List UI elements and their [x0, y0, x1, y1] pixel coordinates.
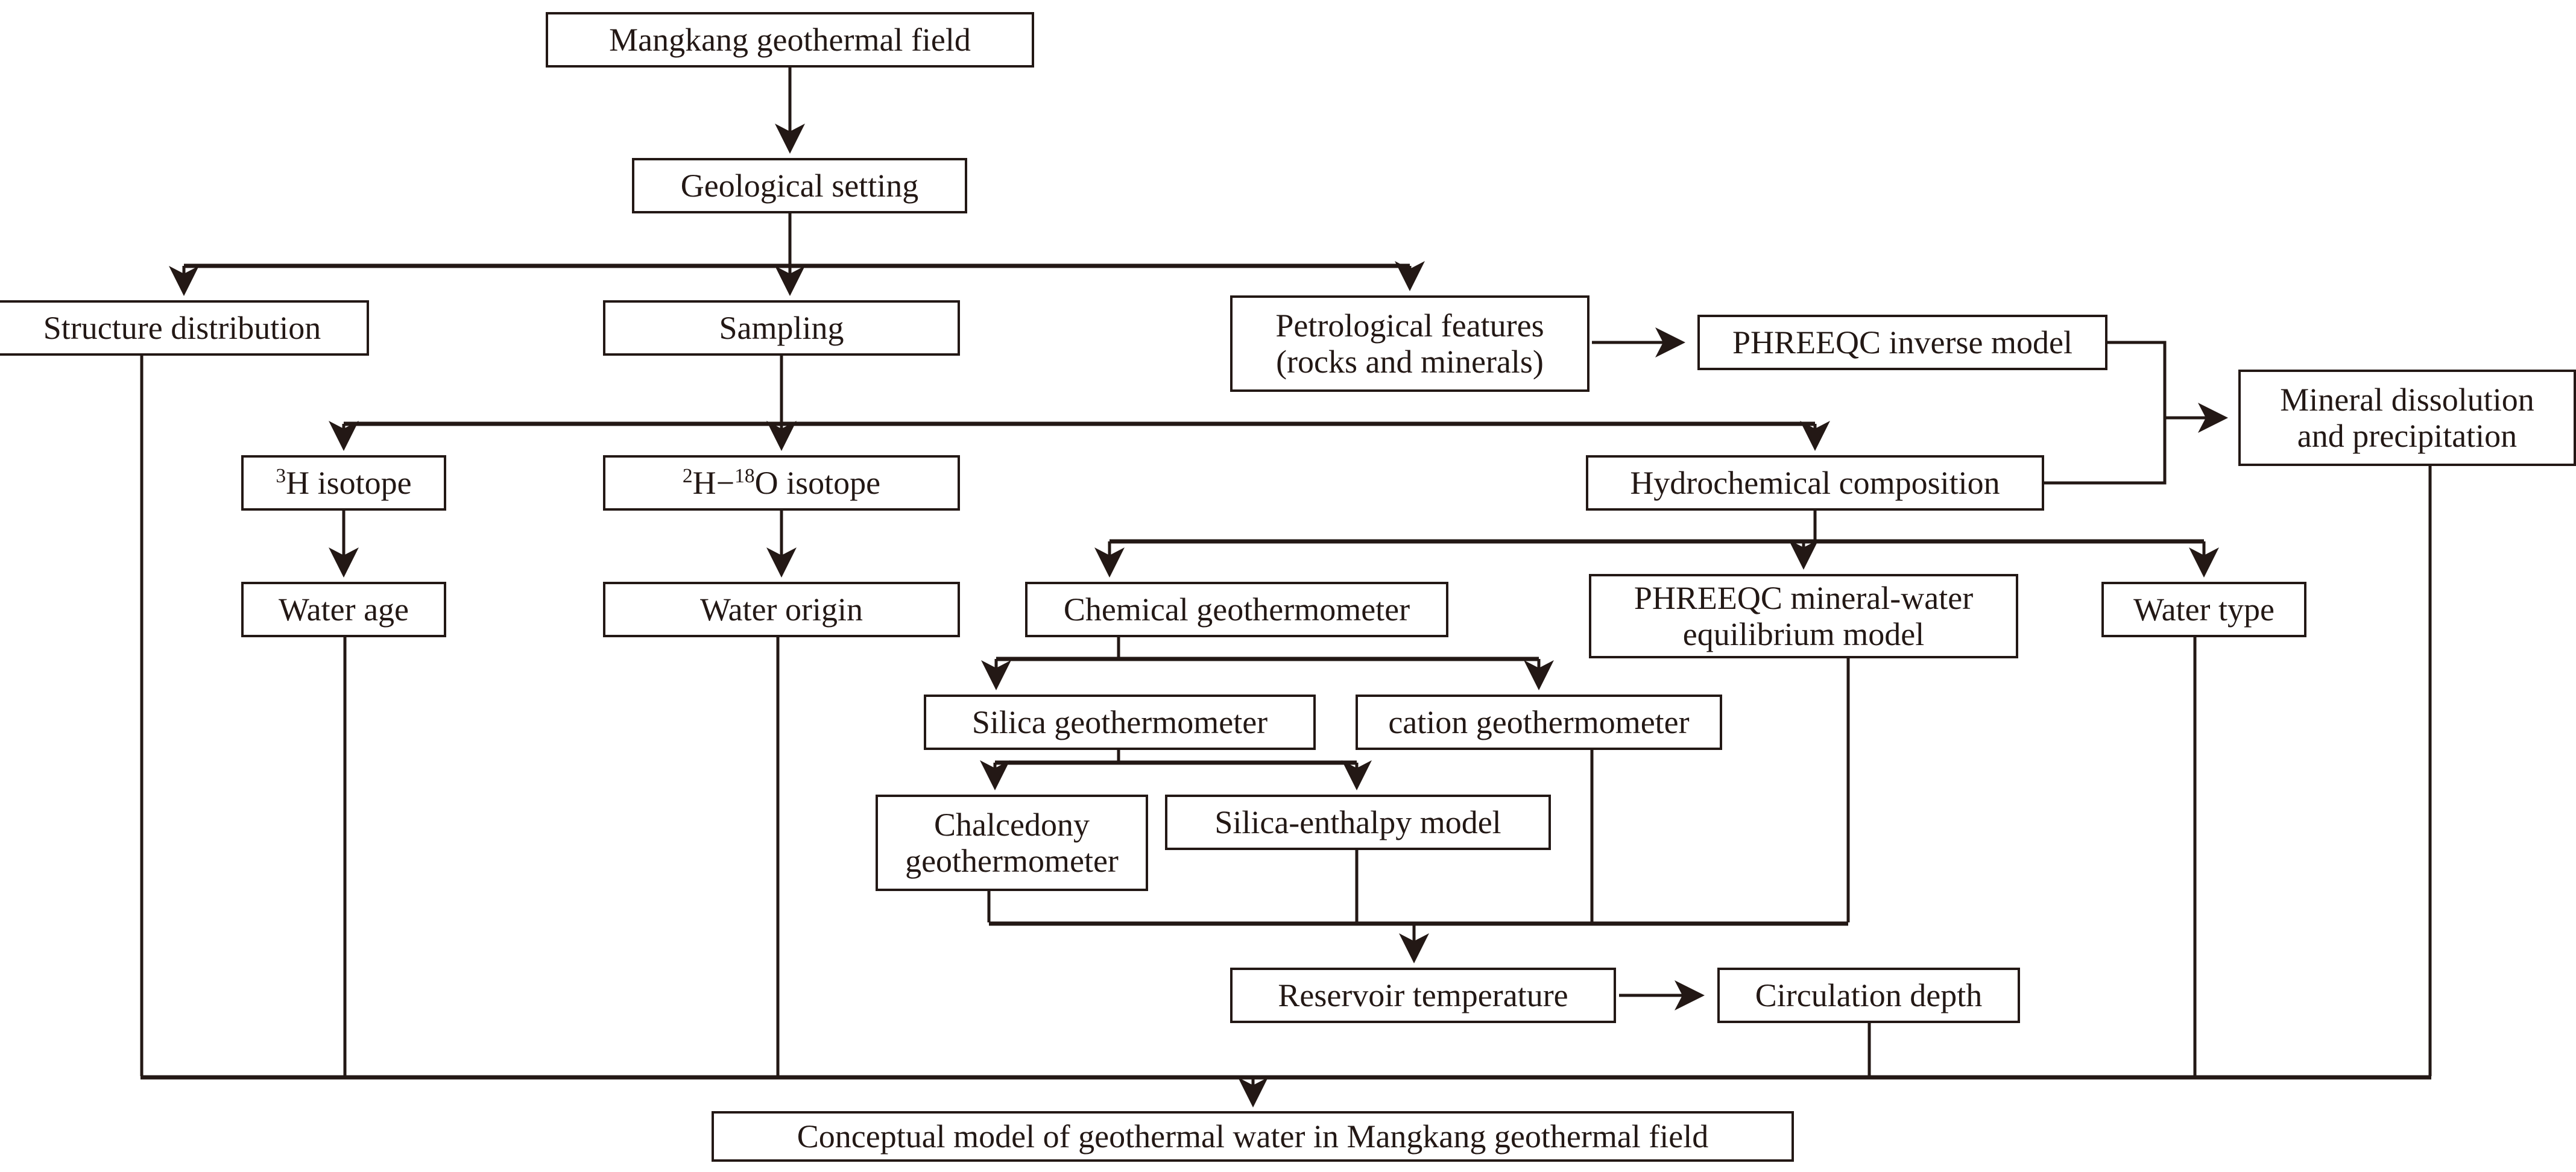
node-reservoir-temperature[interactable]: Reservoir temperature — [1230, 968, 1616, 1023]
node-label: 2H−18O isotope — [682, 464, 881, 501]
node-petrological-features[interactable]: Petrological features(rocks and minerals… — [1230, 295, 1589, 392]
node-label: Mangkang geothermal field — [609, 21, 971, 58]
node-label: cation geothermometer — [1388, 704, 1690, 740]
node-water-type[interactable]: Water type — [2101, 582, 2306, 637]
node-label: Geological setting — [680, 167, 919, 204]
node-label: Chemical geothermometer — [1063, 591, 1410, 628]
node-water-age[interactable]: Water age — [241, 582, 446, 637]
node-label: Sampling — [719, 309, 844, 346]
node-label: Silica-enthalpy model — [1214, 804, 1501, 840]
node-phreeqc-inverse-model[interactable]: PHREEQC inverse model — [1697, 315, 2107, 370]
node-silica-geothermometer[interactable]: Silica geothermometer — [924, 695, 1316, 750]
node-chemical-geothermometer[interactable]: Chemical geothermometer — [1025, 582, 1448, 637]
node-label: Water type — [2133, 591, 2275, 628]
node-cation-geothermometer[interactable]: cation geothermometer — [1356, 695, 1722, 750]
node-h3-isotope[interactable]: 3H isotope — [241, 455, 446, 511]
node-water-origin[interactable]: Water origin — [603, 582, 960, 637]
node-label: Structure distribution — [43, 309, 321, 346]
node-label: Water age — [279, 591, 409, 628]
edge-phreeqcinv-elbow — [2107, 341, 2167, 418]
node-circulation-depth[interactable]: Circulation depth — [1717, 968, 2020, 1023]
node-mangkang-geothermal-field[interactable]: Mangkang geothermal field — [546, 12, 1034, 68]
node-label: Hydrochemical composition — [1630, 464, 2000, 501]
node-label: Reservoir temperature — [1278, 977, 1568, 1013]
node-sampling[interactable]: Sampling — [603, 300, 960, 356]
node-geological-setting[interactable]: Geological setting — [632, 158, 967, 213]
node-label: Petrological features(rocks and minerals… — [1275, 307, 1544, 380]
node-hydrochemical-composition[interactable]: Hydrochemical composition — [1586, 455, 2044, 511]
node-label: Circulation depth — [1755, 977, 1983, 1013]
node-label: Silica geothermometer — [971, 704, 1268, 740]
node-structure-distribution[interactable]: Structure distribution — [0, 300, 369, 356]
node-label: Water origin — [699, 591, 863, 628]
node-silica-enthalpy-model[interactable]: Silica-enthalpy model — [1165, 795, 1551, 850]
node-h2-o18-isotope[interactable]: 2H−18O isotope — [603, 455, 960, 511]
node-label: PHREEQC inverse model — [1732, 324, 2072, 361]
edge-hydrochem-elbow — [2044, 418, 2167, 485]
node-label: 3H isotope — [276, 464, 412, 501]
node-label: Conceptual model of geothermal water in … — [797, 1118, 1709, 1155]
node-conceptual-model[interactable]: Conceptual model of geothermal water in … — [712, 1111, 1794, 1162]
